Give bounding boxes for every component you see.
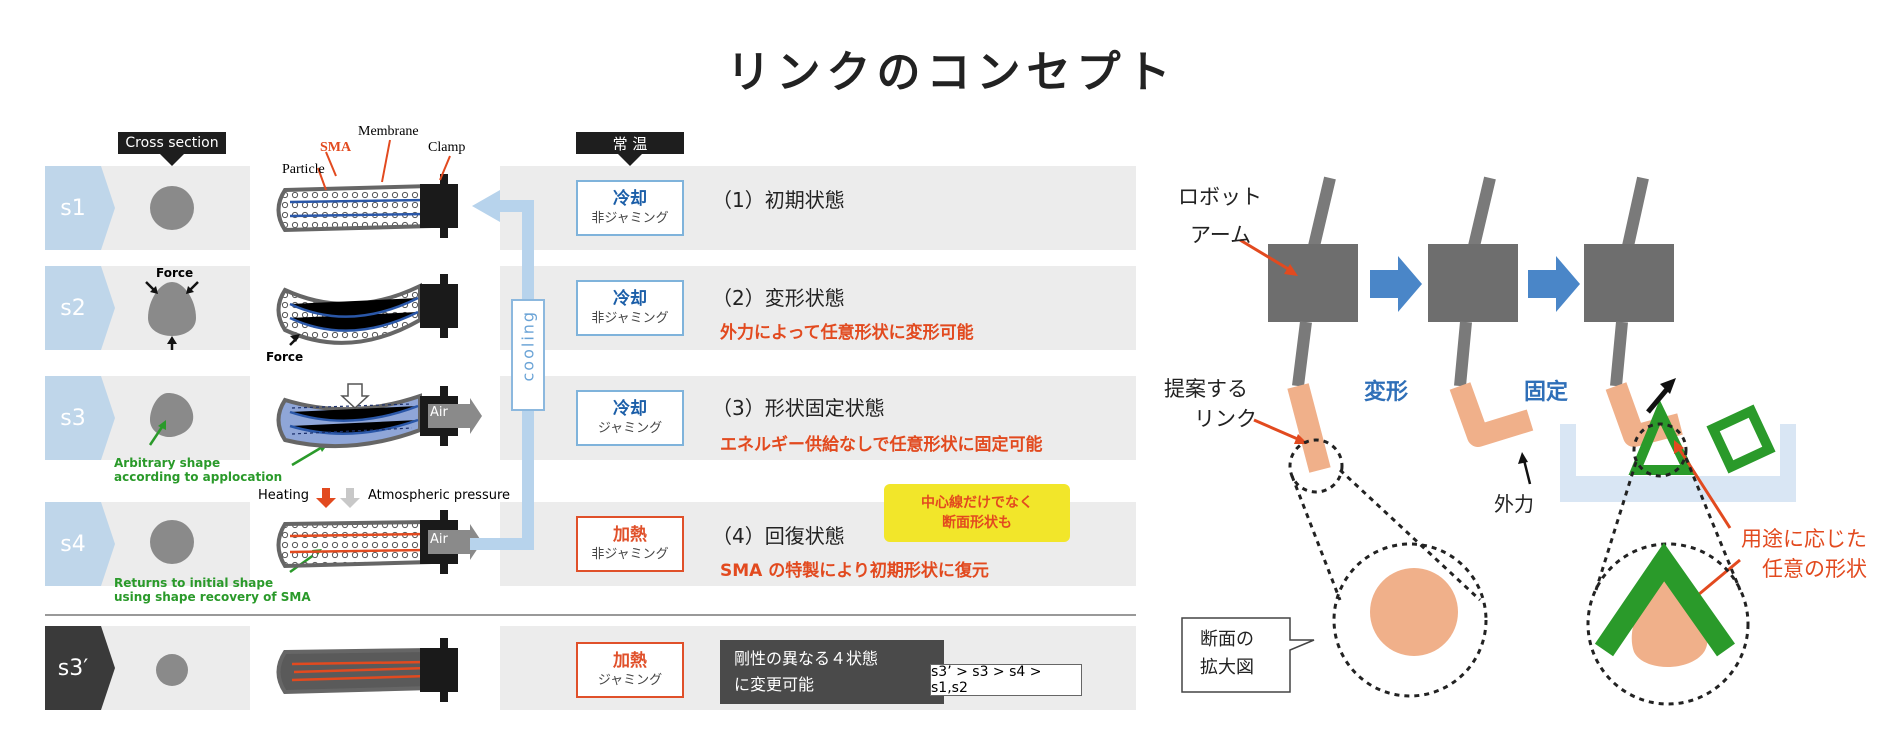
arm-box-1	[1268, 244, 1358, 322]
purpose-shape-label: 用途に応じた任意の形状	[1741, 527, 1867, 581]
label-sma: SMA	[320, 140, 352, 155]
arm-box-2	[1428, 244, 1518, 322]
deform-label: 変形	[1364, 380, 1409, 405]
fix-label: 固定	[1524, 380, 1569, 405]
cross-section-s4	[150, 520, 194, 564]
force-label-cross: Force	[156, 266, 194, 280]
state-title-s1: （1）初期状態	[712, 188, 845, 212]
label-air-s3: Air	[430, 405, 448, 420]
fix-arrow	[1528, 256, 1580, 312]
robot-arm-label: ロボットアーム	[1178, 185, 1262, 247]
cross-section-s1	[150, 186, 194, 230]
tag-s4: s4	[45, 502, 101, 586]
zoom-label: 断面の拡大図	[1200, 629, 1254, 678]
state-title-s3: （3）形状固定状態	[712, 396, 885, 420]
cross-section-s2	[148, 282, 196, 336]
order-note: s3’ > s3 > s4 > s1,s2	[930, 664, 1082, 696]
zoom-cross-section-round	[1370, 568, 1458, 656]
force-label-link: Force	[266, 350, 304, 364]
external-force-label: 外力	[1494, 492, 1534, 516]
state-box-s2: 冷却非ジャミング	[576, 280, 684, 336]
cross-section-label: Cross section	[118, 132, 226, 154]
tag-s3: s3	[45, 376, 101, 460]
link-s3	[276, 383, 482, 449]
proposed-link-label: 提案するリンク	[1164, 377, 1257, 431]
page-title: リンクのコンセプト	[726, 47, 1177, 98]
link-s3prime	[276, 638, 458, 702]
label-clamp: Clamp	[428, 140, 466, 155]
state-desc-s4: SMA の特製により初期形状に復元	[720, 561, 989, 581]
tag-s3prime: s3′	[45, 626, 101, 710]
state-box-s4: 加熱非ジャミング	[576, 516, 684, 572]
label-particle: Particle	[282, 162, 325, 177]
state-title-s2: （2）変形状態	[712, 286, 845, 310]
link-bent	[1449, 382, 1534, 447]
tag-s2: s2	[45, 266, 101, 350]
cross-section-s3prime	[156, 654, 188, 686]
state-box-s1: 冷却非ジャミング	[576, 180, 684, 236]
atm-pressure-label: Atmospheric pressure	[368, 488, 511, 503]
arm-box-3	[1584, 244, 1674, 322]
divider-line	[45, 614, 1136, 616]
room-temp-label: 常 温	[576, 132, 684, 154]
link-straight	[1287, 383, 1331, 473]
tag-s1: s1	[45, 166, 101, 250]
deform-arrow	[1370, 256, 1422, 312]
state-desc-s2: 外力によって任意形状に変形可能	[720, 323, 974, 343]
label-membrane: Membrane	[358, 124, 419, 139]
state-desc-s3: エネルギー供給なしで任意形状に固定可能	[720, 435, 1043, 455]
heating-label: Heating	[258, 488, 309, 503]
link-s1	[276, 174, 458, 238]
state-box-s3: 冷却ジャミング	[576, 390, 684, 446]
link-s4	[276, 510, 482, 574]
gray-note: 剛性の異なる４状態に変更可能	[720, 640, 944, 704]
state-box-s3prime: 加熱ジャミング	[576, 642, 684, 698]
state-title-s4: （4）回復状態	[712, 524, 845, 548]
label-air-s4: Air	[430, 532, 448, 547]
link-s2	[276, 274, 458, 345]
yellow-note: 中心線だけでなく断面形状も	[884, 484, 1070, 542]
